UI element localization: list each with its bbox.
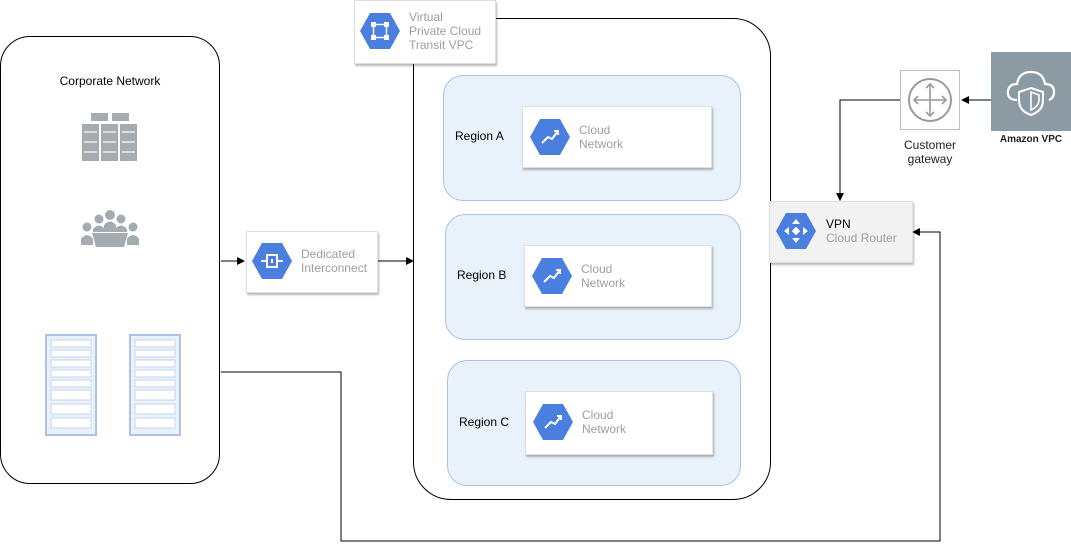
region-c-svc-line2: Network [582,422,627,436]
region-c-svc-line1: Cloud [582,408,614,422]
interconnect-label-line1: Dedicated [301,247,356,261]
region-a-svc-line1: Cloud [579,123,611,137]
server-rack-icon [129,334,181,436]
amazon-vpc-cloud-shield-icon [1006,70,1056,117]
cloud-router-icon [776,213,816,249]
interconnect-label-line2: Interconnect [301,261,368,275]
region-c-label: Region C [459,415,510,429]
vpc-label-line3: Transit VPC [409,38,474,52]
interconnect-icon [252,243,292,279]
corporate-network-container [0,36,220,484]
link-corporate-vpn [221,228,941,542]
cloud-network-icon [530,119,570,155]
meeting-people-icon [81,210,139,247]
region-b-label: Region B [457,268,507,282]
vpc-icon [360,13,400,49]
vpn-title: VPN [826,217,851,231]
router-icon [908,78,952,122]
server-rack-icon [45,334,97,436]
region-a-label: Region A [455,129,504,143]
link-gateway-vpn [836,99,900,201]
customer-gateway-line2: gateway [907,152,953,166]
corporate-network-title: Corporate Network [59,74,161,88]
cloud-network-icon [532,258,572,294]
cloud-network-icon [533,404,573,440]
amazon-vpc-label: Amazon VPC [999,134,1063,145]
customer-gateway-line1: Customer [903,138,956,152]
region-a-svc-line2: Network [579,137,624,151]
region-b-svc-line2: Network [581,276,626,290]
region-b-svc-line1: Cloud [581,262,613,276]
vpc-label-line1: Virtual [409,10,443,24]
vpn-subtitle: Cloud Router [826,231,897,245]
vpc-label-line2: Private Cloud [409,24,482,38]
datacenter-icon [82,113,137,161]
